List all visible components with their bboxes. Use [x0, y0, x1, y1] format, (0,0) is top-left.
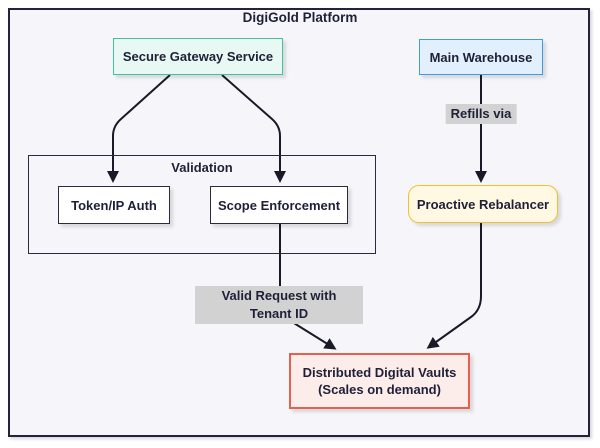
node-sublabel: (Scales on demand) — [318, 382, 441, 397]
edge-gateway-to-token-auth — [107, 74, 171, 183]
node-secure-gateway-service: Secure Gateway Service — [113, 38, 283, 75]
validation-subgraph-title: Validation — [171, 160, 233, 175]
node-label: Token/IP Auth — [71, 197, 157, 213]
node-main-warehouse: Main Warehouse — [419, 39, 543, 75]
node-label: Proactive Rebalancer — [416, 196, 550, 212]
edge-gateway-to-scope — [221, 74, 286, 183]
node-label: Secure Gateway Service — [122, 49, 274, 64]
node-scope-enforcement: Scope Enforcement — [210, 186, 348, 224]
node-token-ip-auth: Token/IP Auth — [58, 186, 170, 224]
edge-label-valid-request: Valid Request with Tenant ID — [195, 286, 363, 324]
node-proactive-rebalancer: Proactive Rebalancer — [408, 185, 558, 223]
node-distributed-digital-vaults: Distributed Digital Vaults (Scales on de… — [289, 353, 470, 409]
validation-subgraph: Validation — [28, 155, 376, 254]
node-label: Scope Enforcement — [217, 197, 341, 213]
node-label: Distributed Digital Vaults — [302, 365, 457, 380]
diagram-title: DigiGold Platform — [242, 10, 358, 25]
edge-rebalancer-to-vaults — [426, 223, 482, 349]
edge-label-refills-via: Refills via — [445, 104, 517, 124]
node-label: Main Warehouse — [429, 49, 533, 65]
